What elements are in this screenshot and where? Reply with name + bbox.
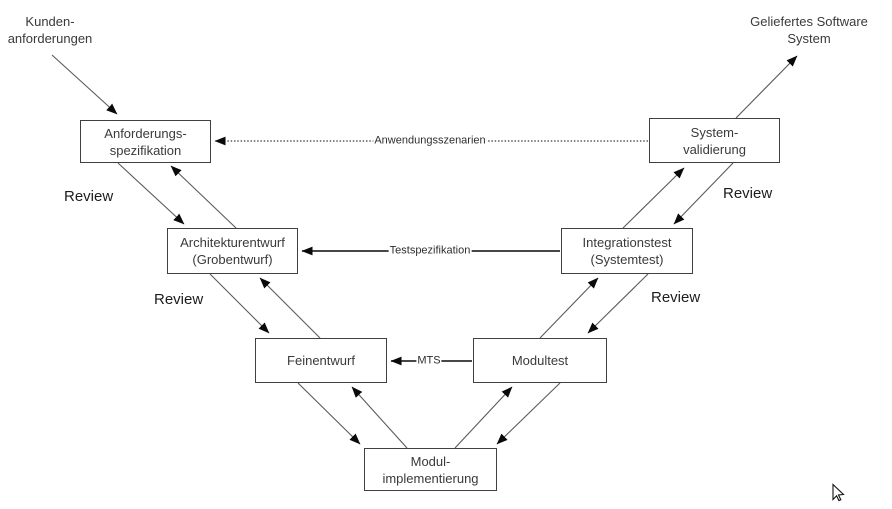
box-feinentwurf: Feinentwurf [255,338,387,383]
box-label: System- [690,124,739,140]
label-line: anforderungen [7,31,93,46]
box-architekturentwurf: Architekturentwurf (Grobentwurf) [167,228,298,274]
box-label: Anforderungs- [104,125,187,141]
label-line: Geliefertes Software [750,14,868,29]
review-label-right-top: Review [723,185,773,202]
box-systemvalidierung: System- validierung [649,118,780,163]
review-label-left-middle: Review [154,291,204,308]
box-label: implementierung [382,470,479,486]
arrow-integrationtest-to-moduletest-review [587,273,649,334]
box-label: Feinentwurf [287,353,355,368]
box-label: Modultest [511,353,569,368]
box-label: Modul- [410,453,451,469]
box-label: Integrationstest [582,235,672,250]
arrow-implementation-to-moduletest [454,386,513,449]
review-label-right-middle: Review [651,289,701,306]
connector-label-testspezifikation: Testspezifikation [388,244,472,258]
arrow-architecture-to-requirements-review [170,165,237,229]
arrow-architecture-to-detaildesign [209,273,270,334]
arrow-requirements-to-architecture [117,162,185,225]
label-kundenanforderungen: Kunden- anforderungen [0,13,100,47]
mouse-cursor [832,483,845,502]
arrow-validation-to-delivered [735,55,798,119]
arrow-moduletest-to-integrationtest [539,277,599,339]
box-label: validierung [683,141,746,157]
arrow-integrationtest-to-validation [622,167,685,229]
arrow-detaildesign-to-implementation [297,382,361,445]
arrow-detaildesign-to-architecture-review [259,277,321,339]
review-label-left-top: Review [64,188,114,205]
arrow-implementation-to-detaildesign-review [351,386,408,449]
arrow-validation-to-integrationtest-review [673,162,734,225]
arrow-customer-to-requirements [51,54,118,115]
box-label: spezifikation [109,142,182,158]
arrow-moduletest-to-implementation-review [496,382,561,445]
box-label: Architekturentwurf [180,235,285,250]
connector-label-anwendungsszenarien: Anwendungsszenarien [373,134,487,148]
label-line: System [787,31,831,46]
box-integrationstest: Integrationstest (Systemtest) [561,228,693,274]
box-label: (Grobentwurf) [192,252,273,267]
box-modulimplementierung: Modul- implementierung [364,448,497,491]
box-modultest: Modultest [473,338,607,383]
label-line: Kunden- [25,14,75,29]
box-label: (Systemtest) [590,252,664,267]
box-anforderungsspezifikation: Anforderungs- spezifikation [80,120,211,163]
connector-label-mts: MTS [416,354,442,368]
label-geliefertes-software-system: Geliefertes Software System [744,13,874,47]
